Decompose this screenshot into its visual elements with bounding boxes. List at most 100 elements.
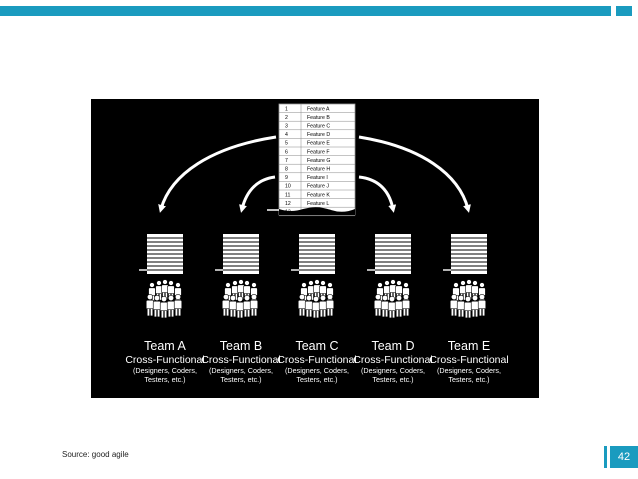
feature-label: Feature C [307, 124, 330, 130]
person-icon [145, 293, 155, 317]
person-icon [311, 295, 321, 319]
person-icon [173, 293, 183, 317]
team-name: Team D [371, 339, 414, 353]
feature-label: Feature E [307, 141, 330, 147]
feature-row: 10 Feature J [279, 181, 355, 191]
team-roles-line2: Testers, etc.) [296, 375, 337, 384]
person-icon [307, 280, 315, 301]
feature-label: Feature A [307, 106, 330, 112]
person-icon [325, 293, 335, 317]
feature-number: 10 [285, 184, 291, 190]
team-roles-line1: (Designers, Coders, [437, 366, 501, 375]
team-type: Cross-Functional [353, 354, 432, 366]
feature-number: 3 [285, 124, 288, 130]
team-members-icon [373, 279, 411, 319]
header-accent-bar [0, 6, 611, 16]
header-accent-square [616, 6, 632, 16]
feature-number: 6 [285, 149, 288, 155]
team-roles-line2: Testers, etc.) [448, 375, 489, 384]
feature-number: 11 [285, 192, 290, 198]
arrow-to-team-a [158, 135, 277, 213]
team-members-icon [297, 279, 335, 319]
team-roles-line2: Testers, etc.) [372, 375, 413, 384]
feature-number: 1 [285, 106, 288, 112]
team-members-icon [449, 279, 487, 319]
team-type: Cross-Functional [429, 354, 508, 366]
person-icon [249, 293, 259, 317]
team-name: Team B [220, 339, 262, 353]
person-icon [465, 279, 473, 300]
feature-number: 5 [285, 141, 288, 147]
feature-number: 2 [285, 115, 288, 121]
person-icon [470, 294, 480, 318]
team-roles-line1: (Designers, Coders, [209, 366, 273, 375]
arrow-to-team-d [358, 175, 397, 213]
person-icon [235, 295, 245, 319]
distribution-arrows [158, 135, 471, 213]
person-icon [297, 293, 307, 317]
team-backlog-icon [139, 234, 183, 274]
team-name: Team A [144, 339, 186, 353]
team-backlog-icon [291, 234, 335, 274]
feature-row: 5 Feature E [279, 138, 355, 148]
feature-row: 9 Feature I [279, 172, 355, 182]
arrow-to-team-e [358, 135, 471, 213]
feature-number: 12 [285, 201, 291, 207]
feature-label: Feature B [307, 115, 330, 121]
person-icon [477, 293, 487, 317]
team-name: Team C [295, 339, 338, 353]
team-type: Cross-Functional [201, 354, 280, 366]
feature-number: 8 [285, 167, 288, 173]
feature-row: 2 Feature B [279, 112, 355, 122]
team-type: Cross-Functional [125, 354, 204, 366]
team-roles-line2: Testers, etc.) [144, 375, 185, 384]
team-members-icon [221, 279, 259, 319]
person-icon [304, 294, 314, 318]
team-type: Cross-Functional [277, 354, 356, 366]
feature-list-sheet [278, 103, 356, 216]
team-roles-line1: (Designers, Coders, [285, 366, 349, 375]
person-icon [449, 293, 459, 317]
arrow-to-team-b [239, 175, 276, 213]
team-roles-line1: (Designers, Coders, [133, 366, 197, 375]
feature-label: Feature H [307, 167, 330, 173]
person-icon [242, 294, 252, 318]
person-icon [463, 295, 473, 319]
source-caption: Source: good agile [62, 450, 129, 459]
feature-label: Feature J [307, 184, 329, 190]
person-icon [166, 294, 176, 318]
feature-label: Feature K [307, 192, 330, 198]
feature-label: Feature G [307, 158, 330, 164]
team-name: Team E [448, 339, 490, 353]
feature-number: 7 [285, 158, 288, 164]
feature-row: 1 Feature A [279, 104, 355, 113]
torn-edge [279, 207, 355, 215]
person-icon [380, 294, 390, 318]
person-icon [228, 294, 238, 318]
feature-label: Feature L [307, 201, 329, 207]
page-number-accent [604, 446, 607, 468]
person-icon [401, 293, 411, 317]
feature-row: 7 Feature G [279, 155, 355, 165]
feature-label: Feature I [307, 175, 328, 181]
feature-row: 11 Feature K [279, 190, 355, 199]
person-icon [456, 294, 466, 318]
page-number: 42 [610, 446, 638, 468]
team-roles-line2: Testers, etc.) [220, 375, 261, 384]
feature-number: 4 [285, 132, 288, 138]
team-backlog-icon [215, 234, 259, 274]
team-members-icon [145, 279, 183, 319]
person-icon [152, 294, 162, 318]
team-backlog-icon [443, 234, 487, 274]
feature-number: 9 [285, 175, 288, 181]
team-backlog-icon [367, 234, 411, 274]
